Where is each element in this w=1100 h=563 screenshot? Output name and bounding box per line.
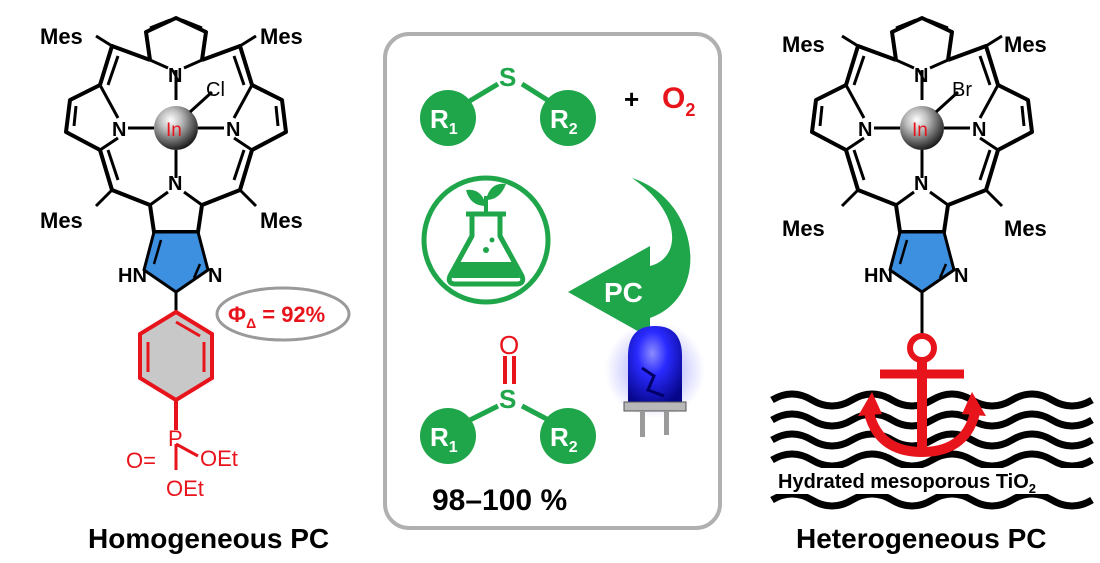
imidazole-n-label-right: N xyxy=(954,265,968,287)
phosphorus-label: P xyxy=(168,426,183,451)
indium-label: In xyxy=(166,120,182,141)
r2-label: R2 xyxy=(550,104,578,138)
sulfoxide-sulfur: S xyxy=(499,384,516,414)
mes-label-bottom-left: Mes xyxy=(40,208,83,233)
bromide-label: Br xyxy=(952,79,972,101)
mes-label-top-left: Mes xyxy=(40,24,83,49)
plus-sign: + xyxy=(624,84,639,114)
nitrogen-bottom-right: N xyxy=(914,173,928,195)
homogeneous-catalyst-structure: Mes Mes Mes Mes N N N N In Cl HN N O= P … xyxy=(40,16,351,554)
anchor-icon xyxy=(858,312,986,458)
r1-label: R1 xyxy=(430,104,458,138)
sulfur-label: S xyxy=(499,62,516,92)
mes-label-top-right: Mes xyxy=(260,24,303,49)
sulfide-reactant xyxy=(420,81,596,146)
phosphonate-oxo: O= xyxy=(126,448,156,473)
yield-label: 98–100 % xyxy=(432,484,567,517)
mes-label-top-left-right: Mes xyxy=(782,32,825,57)
mes-label-bottom-right-right: Mes xyxy=(1004,216,1047,241)
heterogeneous-catalyst-structure: Mes Mes Mes Mes N N N N In Br HN N xyxy=(770,16,1094,554)
product-r2-label: R2 xyxy=(550,422,578,456)
green-chemistry-flask-icon xyxy=(421,175,551,305)
nitrogen-right: N xyxy=(226,119,240,141)
mes-label-bottom-right: Mes xyxy=(260,208,303,233)
ethoxy-label-2: OEt xyxy=(166,476,204,501)
support-label: Hydrated mesoporous TiO2 xyxy=(778,471,1036,496)
quantum-yield-oval xyxy=(215,286,351,342)
product-r1-label: R1 xyxy=(430,422,458,456)
chloride-label: Cl xyxy=(206,79,225,101)
mes-label-top-right-right: Mes xyxy=(1004,32,1047,57)
oxygen-label: O2 xyxy=(662,82,695,120)
quantum-yield-label: ΦΔ = 92% xyxy=(228,302,325,331)
catalyst-label: PC xyxy=(604,277,643,308)
nitrogen-left-right: N xyxy=(858,119,872,141)
imidazole-n-label: N xyxy=(208,265,222,287)
reaction-panel: S R1 R2 + O2 PC xyxy=(383,32,722,530)
homogeneous-caption: Homogeneous PC xyxy=(88,523,329,554)
imidazole-nh-label: HN xyxy=(118,265,147,287)
ethoxy-label-1: OEt xyxy=(200,446,238,471)
indium-label-right: In xyxy=(912,120,928,141)
blue-led-icon xyxy=(605,322,705,437)
sulfoxide-oxygen: O xyxy=(499,330,519,360)
phenyl-ring xyxy=(138,309,214,470)
sulfoxide-product xyxy=(420,356,596,464)
nitrogen-right-right: N xyxy=(972,119,986,141)
mes-label-bottom-left-right: Mes xyxy=(782,216,825,241)
heterogeneous-caption: Heterogeneous PC xyxy=(796,523,1047,554)
wave-lines-icon xyxy=(770,390,1094,510)
nitrogen-top: N xyxy=(168,65,182,87)
nitrogen-left: N xyxy=(112,119,126,141)
nitrogen-top-right: N xyxy=(914,65,928,87)
support-label-background xyxy=(772,468,1092,494)
nitrogen-bottom: N xyxy=(168,173,182,195)
imidazole-nh-label-right: HN xyxy=(864,265,893,287)
curved-arrow-icon xyxy=(568,178,691,338)
